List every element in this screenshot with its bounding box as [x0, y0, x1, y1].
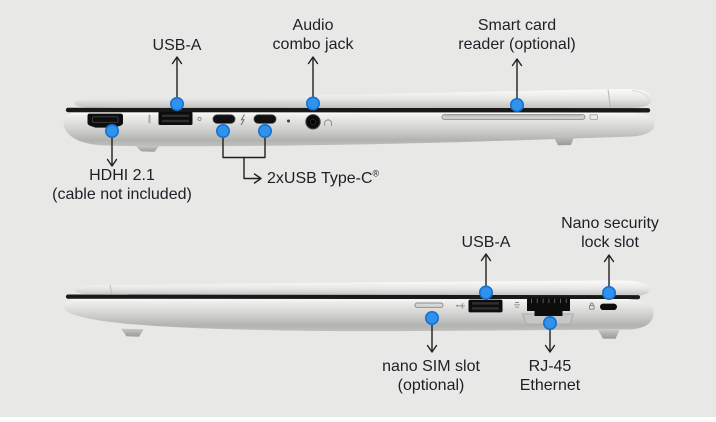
- ethernet-icon: [514, 302, 520, 308]
- nano-security-lock-slot: [600, 303, 617, 310]
- hdmi-label-line2: (cable not included): [52, 186, 192, 203]
- hdmi-label-line1: HDHI 2.1: [89, 167, 155, 184]
- nano-sim-label-line1: nano SIM slot: [382, 358, 480, 375]
- usb-c-label-text: 2xUSB Type-C: [267, 170, 373, 187]
- ethernet-label-line2: Ethernet: [519, 377, 581, 394]
- smart-card-icon: [589, 114, 598, 120]
- usb-a-port-right: [468, 299, 503, 313]
- laptop-right-side-view: [63, 280, 654, 339]
- usb-charging-icon: [197, 116, 202, 122]
- smart-card-slot: [441, 114, 598, 120]
- usb-a-port-left: [158, 111, 193, 125]
- nano-lock-label-line2: lock slot: [581, 234, 639, 251]
- nano-security-lock-label: Nano security lock slot: [561, 214, 659, 252]
- lock-icon: [589, 302, 595, 310]
- smart-card-callout-dot: [509, 98, 524, 113]
- usb-c-port-1: [212, 114, 236, 124]
- nano-sim-callout-dot: [424, 310, 439, 325]
- rubber-foot: [553, 135, 575, 146]
- usb-a-label-top: USB-A: [153, 36, 202, 55]
- usb-c-label: 2xUSB Type-C®: [267, 169, 379, 188]
- hdmi-callout-dot: [105, 124, 120, 139]
- usb-a-callout-dot: [170, 97, 185, 112]
- laptop-hinge-gap: [65, 294, 641, 300]
- nano-sim-label-line2: (optional): [397, 377, 465, 394]
- callout-dots: [105, 96, 616, 330]
- laptop-base: [63, 113, 655, 152]
- mic-hole: [287, 119, 290, 123]
- audio-callout-dot: [305, 96, 320, 111]
- nano-lock-callout-dot: [601, 285, 616, 300]
- nano-lock-label-line1: Nano security: [561, 215, 659, 232]
- headset-icon: [324, 119, 333, 126]
- smart-card-label-line2: reader (optional): [458, 36, 576, 53]
- audio-combo-jack-label: Audio combo jack: [273, 16, 354, 54]
- laptop-lid: [74, 280, 650, 297]
- smart-card-label-line1: Smart card: [477, 17, 557, 34]
- laptop-base: [63, 299, 654, 339]
- rubber-foot: [598, 330, 620, 339]
- usb-c1-callout-dot: [216, 124, 231, 139]
- ethernet-label-line1: RJ-45: [528, 358, 572, 375]
- usb-a-bottom-callout-dot: [478, 285, 493, 300]
- laptop-lid: [74, 88, 653, 109]
- nano-sim-slot: [414, 302, 444, 308]
- rj45-port: [527, 297, 570, 316]
- audio-label-line2: combo jack: [272, 36, 354, 53]
- usb-c-label-superscript: ®: [372, 168, 380, 179]
- usb-c2-callout-dot: [257, 124, 272, 139]
- usb-a-label-bottom: USB-A: [462, 233, 511, 252]
- ethernet-callout-dot: [542, 315, 557, 330]
- audio-callout-arrow: [307, 56, 319, 105]
- audio-combo-jack-port: [305, 114, 321, 130]
- laptop-left-side-view: [63, 88, 655, 152]
- smart-card-callout-arrow: [511, 58, 523, 106]
- rj45-ethernet-label: RJ-45 Ethernet: [520, 357, 580, 395]
- hdmi-label: HDHI 2.1 (cable not included): [52, 166, 192, 204]
- thunderbolt-icon: [240, 114, 245, 126]
- rubber-foot: [136, 146, 159, 152]
- bottom-white-strip: [0, 417, 716, 422]
- smart-card-reader-label: Smart card reader (optional): [458, 16, 575, 54]
- nano-sim-slot-label: nano SIM slot (optional): [382, 357, 480, 395]
- hdmi-marking: [148, 114, 151, 124]
- usb-icon: [456, 302, 465, 309]
- hdmi-port: [87, 113, 123, 128]
- usb-c-callout-bracket: [222, 130, 266, 184]
- rubber-foot: [121, 328, 144, 337]
- usb-a-label-text: USB-A: [152, 37, 202, 54]
- usb-c-port-2: [253, 114, 277, 124]
- audio-label-line1: Audio: [292, 17, 334, 34]
- usb-a-callout-arrow: [171, 56, 183, 105]
- usb-a-bottom-label-text: USB-A: [461, 234, 511, 251]
